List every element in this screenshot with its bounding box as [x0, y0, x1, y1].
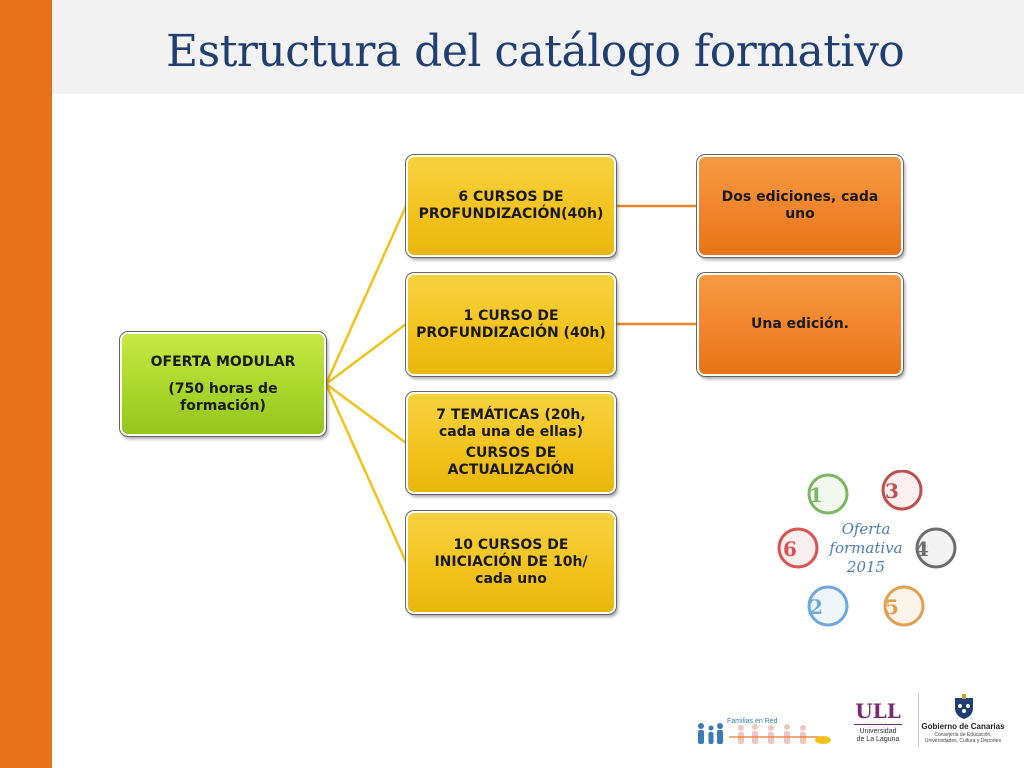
- branch-node-1-curso: 1 CURSO DE PROFUNDIZACIÓN (40h): [405, 272, 617, 377]
- detail-node-una-edicion: Una edición.: [696, 272, 904, 377]
- gobierno-sub-1: Consejería de Educación,: [934, 732, 992, 738]
- logo-text-year: 2015: [846, 558, 885, 576]
- branch-node-label: 1 CURSO DE PROFUNDIZACIÓN (40h): [416, 307, 606, 341]
- branch-node-10-cursos: 10 CURSOS DE INICIACIÓN DE 10h/ cada uno: [405, 510, 617, 615]
- logo-circle-6: [777, 527, 819, 569]
- branch-node-label: 7 TEMÁTICAS (20h, cada una de ellas): [436, 407, 586, 440]
- slide-title: Estructura del catálogo formativo: [166, 26, 905, 77]
- ull-mark: ULL: [855, 699, 901, 723]
- logo-text-oferta: Oferta: [842, 520, 891, 538]
- logo-circle-1: [807, 473, 849, 515]
- branch-node-label: 10 CURSOS DE INICIACIÓN DE 10h/ cada uno: [434, 537, 588, 587]
- logo-text-formativa: formativa: [828, 539, 902, 557]
- title-band: [52, 0, 1024, 94]
- crest-icon: [955, 694, 973, 719]
- detail-node-label: Una edición.: [751, 316, 849, 332]
- accent-side-bar: [0, 0, 52, 768]
- connector-root-b3: [325, 382, 407, 445]
- logo-circle-2: [807, 585, 849, 627]
- connector-root-b1: [324, 205, 408, 385]
- logo-number-2: 2: [809, 595, 823, 619]
- detail-node-dos-ediciones: Dos ediciones, cada uno: [696, 154, 904, 258]
- root-node-title: OFERTA MODULAR: [150, 353, 296, 370]
- gobierno-name: Gobierno de Canarias: [921, 722, 1005, 731]
- connector-root-b4: [324, 383, 408, 563]
- connector-root-b2: [325, 323, 407, 385]
- logo-number-3: 3: [885, 479, 899, 503]
- gobierno-sub-2: Universidades, Cultura y Deportes: [924, 738, 1002, 744]
- logo-number-1: 1: [809, 483, 823, 507]
- ull-sub-1: Universidad: [859, 728, 897, 735]
- ull-sub-2: de La Laguna: [856, 736, 900, 743]
- logo-number-4: 4: [915, 537, 929, 561]
- root-node-oferta-modular: OFERTA MODULAR (750 horas de formación): [119, 331, 327, 437]
- familias-en-red-logo: Familias en Red: [698, 718, 831, 744]
- familias-label: Familias en Red: [727, 718, 778, 725]
- gobierno-canarias-logo: Gobierno de Canarias Consejería de Educa…: [918, 692, 1006, 748]
- branch-node-7-tematicas: 7 TEMÁTICAS (20h, cada una de ellas) CUR…: [405, 391, 617, 495]
- branch-node-sublabel: CURSOS DE ACTUALIZACIÓN: [447, 445, 575, 478]
- ull-divider: [854, 724, 902, 725]
- oferta-formativa-logo: 1 3 4 5 2 6 Oferta formativa 2015: [777, 470, 957, 627]
- detail-node-label: Dos ediciones, cada uno: [721, 189, 879, 222]
- branch-node-label: 6 CURSOS DE PROFUNDIZACIÓN(40h): [418, 189, 604, 222]
- logo-number-5: 5: [885, 595, 899, 619]
- logo-circle-5: [883, 585, 925, 627]
- logo-number-6: 6: [783, 537, 797, 561]
- ull-logo: ULL Universidad de La Laguna: [850, 700, 906, 750]
- root-node-subtitle: (750 horas de formación): [168, 380, 278, 414]
- logo-circle-3: [881, 470, 923, 511]
- branch-node-6-cursos: 6 CURSOS DE PROFUNDIZACIÓN(40h): [405, 154, 617, 258]
- logo-circle-4: [915, 527, 957, 569]
